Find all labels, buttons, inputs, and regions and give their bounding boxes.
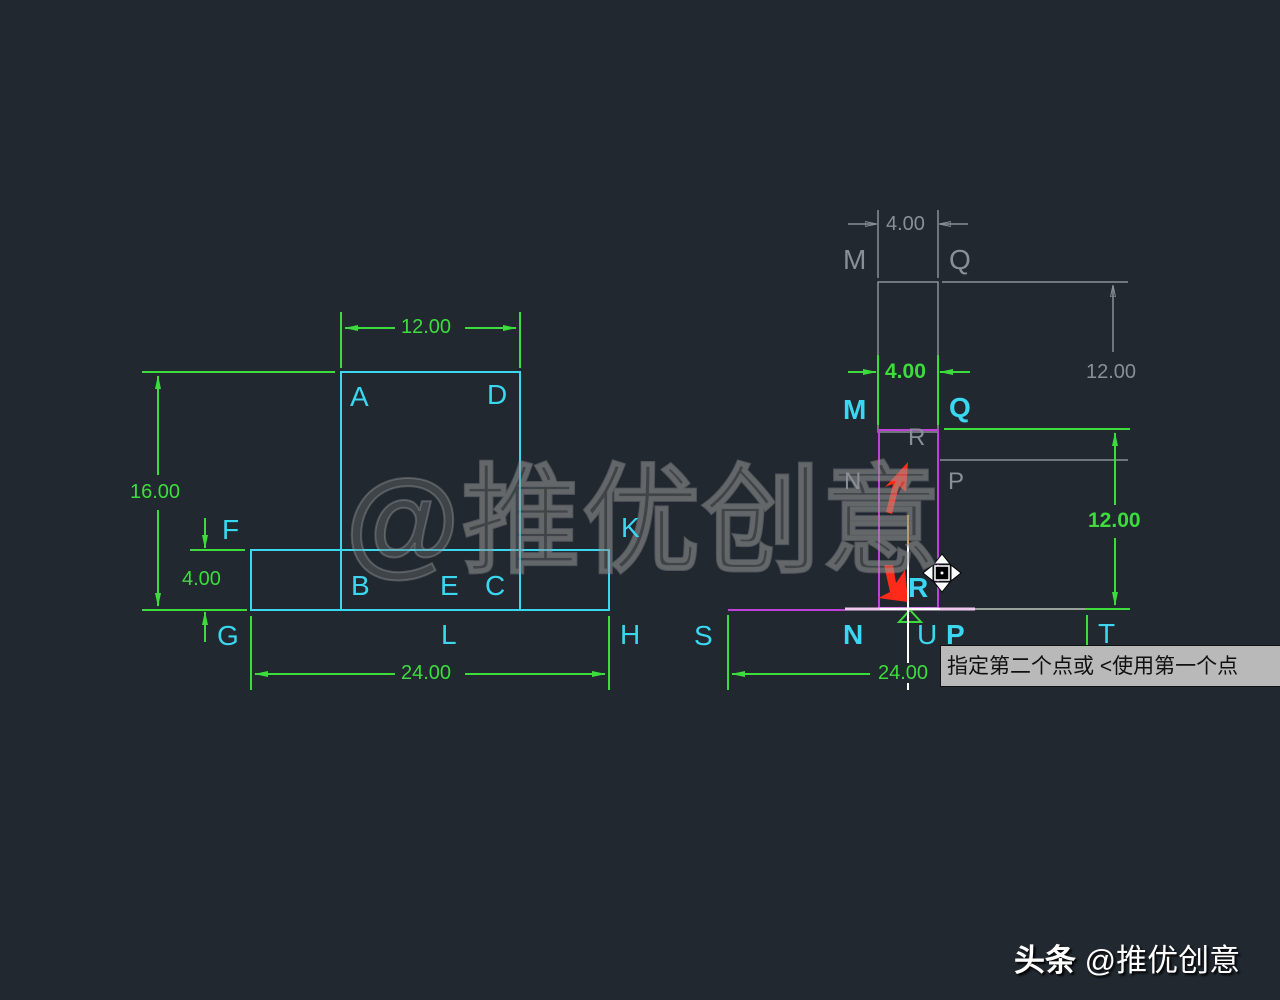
red-arrow-up-icon — [885, 462, 908, 514]
dim-height: 12.00 — [1086, 509, 1143, 532]
dim-total-height: 16.00 — [128, 481, 183, 503]
point-label-l: L — [441, 619, 457, 650]
watermark-text: @推优创意 — [344, 455, 943, 589]
point-label-s: S — [694, 620, 713, 651]
point-label-h: H — [620, 619, 641, 650]
point-label-e: E — [440, 570, 459, 601]
ghost-label-n: N — [844, 468, 862, 495]
ghost-label-m: M — [843, 244, 867, 275]
ghost-dim-width: 4.00 — [884, 213, 927, 235]
red-arrow-down-icon — [878, 565, 908, 602]
command-prompt-tooltip: 指定第二个点或 <使用第一个点 — [940, 645, 1280, 687]
ghost-dim-height: 12.00 — [1084, 361, 1139, 383]
point-label-c: C — [485, 570, 506, 601]
right-dimensions — [727, 355, 1130, 690]
left-dimensions — [142, 312, 610, 690]
ghost-label-p: P — [948, 468, 965, 495]
point-label-t: T — [1098, 618, 1116, 649]
point-label-k: K — [621, 512, 640, 543]
point-label-f: F — [222, 514, 240, 545]
point-label-a: A — [350, 381, 369, 412]
point-label-n: N — [843, 619, 864, 650]
dim-base-width: 24.00 — [399, 662, 454, 684]
point-label-b: B — [351, 570, 370, 601]
ghost-label-r: R — [908, 424, 926, 451]
dim-top-width: 12.00 — [399, 316, 454, 338]
point-label-p: P — [946, 619, 965, 650]
move-cursor-icon[interactable] — [922, 553, 962, 593]
left-t-shape — [250, 371, 610, 611]
point-label-q: Q — [949, 392, 971, 423]
dim-base-height: 4.00 — [180, 568, 223, 590]
platform-name: 头条 — [1014, 943, 1076, 978]
right-ghost-geometry — [848, 210, 1128, 461]
dim-right-base-width: 24.00 — [876, 662, 931, 684]
dim-width: 4.00 — [883, 360, 928, 383]
account-name: @推优创意 — [1084, 943, 1241, 978]
ghost-label-q: Q — [949, 244, 971, 275]
point-label-d: D — [487, 379, 508, 410]
branding: 头条 @推优创意 — [1014, 935, 1240, 980]
point-label-g: G — [217, 620, 239, 651]
point-label-m: M — [843, 394, 867, 425]
point-label-r: R — [908, 572, 929, 603]
point-label-u: U — [917, 619, 938, 650]
